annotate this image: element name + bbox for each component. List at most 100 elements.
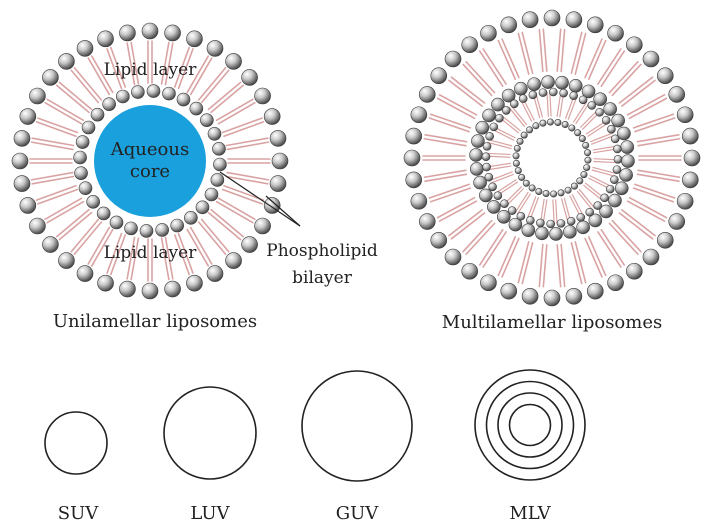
- lipid-tail: [58, 211, 93, 241]
- phospholipid-bilayer-label-line1: Phospholipid: [266, 241, 378, 261]
- lipid-tail: [448, 209, 483, 237]
- phospholipid-head: [563, 225, 577, 239]
- phospholipid-head: [521, 223, 536, 238]
- phospholipid-head: [195, 200, 210, 215]
- phospholipid-head: [556, 219, 566, 228]
- phospholipid-head: [500, 199, 509, 209]
- phospholipid-head: [601, 115, 611, 125]
- lipid-tail: [555, 199, 558, 225]
- phospholipid-head: [469, 148, 483, 162]
- lipid-tail: [632, 187, 675, 203]
- phospholipid-head: [576, 213, 586, 222]
- phospholipid-head: [119, 280, 136, 298]
- phospholipid-head: [580, 171, 588, 179]
- phospholipid-head: [532, 122, 540, 130]
- vesicle-suv: SUV: [44, 411, 108, 524]
- phospholipid-head: [587, 101, 597, 110]
- lipid-tail: [186, 55, 210, 94]
- phospholipid-head: [583, 164, 591, 172]
- lipid-tail: [487, 141, 512, 150]
- vesicle-ring: [474, 369, 586, 481]
- phospholipid-head: [75, 135, 90, 149]
- phospholipid-head: [522, 179, 530, 187]
- lipid-tail: [626, 200, 666, 222]
- lipid-tail: [597, 48, 622, 85]
- lipid-tail: [495, 179, 517, 194]
- phospholipid-head: [593, 201, 603, 210]
- lipid-layer-label-top: Lipid layer: [104, 60, 198, 80]
- phospholipid-head: [607, 274, 624, 292]
- lipid-tail: [130, 41, 140, 85]
- phospholipid-head: [471, 134, 485, 148]
- phospholipid-head: [495, 113, 504, 123]
- phospholipid-head: [461, 262, 479, 280]
- phospholipid-head: [521, 287, 539, 305]
- phospholipid-head: [528, 90, 538, 100]
- lipid-tail: [584, 237, 603, 278]
- phospholipid-head: [58, 53, 75, 70]
- phospholipid-head: [568, 78, 583, 93]
- phospholipid-head: [642, 248, 660, 266]
- aqueous-core: [94, 105, 206, 217]
- lipid-tail: [556, 244, 562, 288]
- lipid-tail: [110, 46, 126, 88]
- phospholipid-head: [131, 85, 145, 99]
- lipid-tail: [44, 101, 83, 125]
- lipid-tail: [110, 234, 126, 276]
- phospholipid-head: [668, 86, 686, 103]
- lipid-tail: [497, 236, 517, 277]
- lipid-tail: [571, 194, 584, 217]
- lipid-tail: [560, 243, 566, 288]
- phospholipid-head: [612, 165, 622, 174]
- lipid-tail: [221, 188, 263, 205]
- lipid-tail: [549, 91, 552, 117]
- phospholipid-head: [593, 92, 607, 107]
- lipid-tail: [632, 113, 675, 129]
- lipid-tail: [177, 48, 194, 90]
- phospholipid-head: [619, 168, 633, 182]
- phospholipid-head: [76, 265, 94, 282]
- phospholipid-head: [584, 156, 592, 164]
- phospholipid-head: [614, 181, 629, 196]
- phospholipid-head: [564, 186, 572, 194]
- phospholipid-head: [681, 127, 699, 145]
- phospholipid-head: [501, 106, 511, 115]
- lipid-tail: [450, 212, 486, 240]
- phospholipid-head: [527, 77, 541, 91]
- lipid-tail: [573, 101, 588, 123]
- vesicle-type-label: MLV: [509, 503, 551, 524]
- phospholipid-head: [13, 130, 31, 147]
- lipid-tail: [517, 241, 530, 284]
- phospholipid-head: [588, 213, 603, 228]
- phospholipid-head: [538, 88, 548, 97]
- phospholipid-head: [74, 166, 88, 180]
- lipid-tail: [217, 197, 256, 221]
- lipid-tail: [428, 183, 470, 199]
- phospholipid-head: [482, 142, 492, 151]
- lipid-tail: [517, 32, 530, 75]
- phospholipid-head: [518, 94, 528, 103]
- lipid-tail: [436, 97, 476, 120]
- lipid-tail: [210, 208, 245, 238]
- phospholipid-head: [73, 150, 87, 165]
- lipid-tail: [90, 228, 114, 267]
- lipid-tail: [593, 160, 619, 164]
- lipid-tail: [207, 81, 242, 111]
- lipid-tail: [465, 222, 496, 256]
- lipid-tail: [428, 117, 470, 133]
- phospholipid-head: [586, 16, 604, 34]
- phospholipid-head: [565, 11, 583, 29]
- phospholipid-head: [430, 231, 448, 249]
- lipid-tail: [429, 187, 472, 203]
- lipid-tail: [126, 42, 136, 86]
- phospholipid-head: [444, 50, 462, 68]
- lipid-tail: [223, 185, 265, 201]
- lipid-tail: [448, 79, 483, 107]
- lipid-tail: [70, 218, 100, 253]
- phospholipid-head: [405, 127, 423, 145]
- phospholipid-head: [186, 30, 203, 48]
- lipid-tail: [423, 169, 467, 179]
- phospholipid-head: [554, 118, 562, 126]
- lipid-tail: [634, 183, 676, 199]
- lipid-tail: [87, 226, 111, 265]
